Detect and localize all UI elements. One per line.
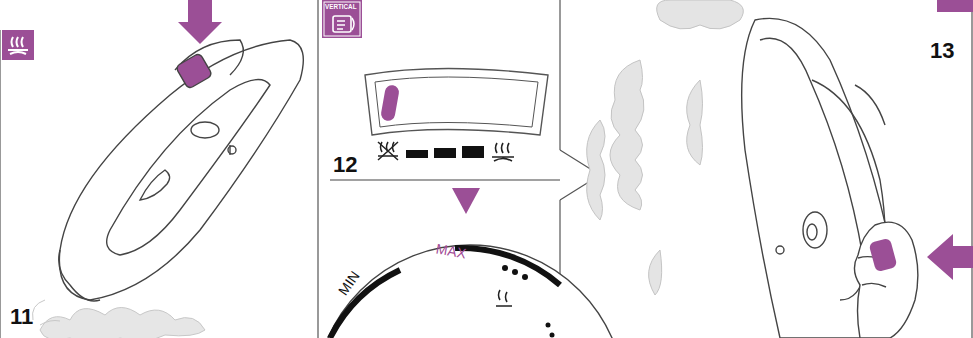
steam-cloud (587, 0, 744, 295)
callout-number: 11 (10, 306, 33, 328)
steam-scale (330, 142, 560, 180)
temperature-dial (315, 245, 625, 338)
pointer-triangle (452, 188, 480, 214)
icon-label: VERTICAL (325, 4, 357, 10)
iron-drawing (59, 40, 304, 301)
callout-number: 13 (930, 40, 954, 62)
steam-cloud (33, 300, 206, 338)
press-arrow (178, 0, 222, 44)
steam-icon (2, 30, 34, 60)
hand-drawing (854, 222, 917, 338)
vertical-icon (322, 0, 362, 38)
page-tab (937, 0, 973, 12)
press-arrow (927, 234, 973, 280)
steam-slider (365, 69, 548, 136)
callout-number: 12 (333, 154, 357, 176)
